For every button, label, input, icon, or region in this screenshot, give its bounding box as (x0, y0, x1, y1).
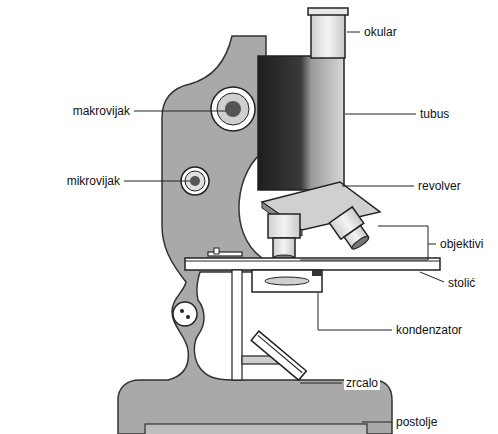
part-label: tubus (418, 107, 451, 121)
mirror (251, 331, 306, 380)
part-label: kondenzator (394, 323, 464, 337)
coarse-knob (211, 87, 255, 131)
stage-clip-post (214, 248, 219, 254)
condenser-lens (265, 277, 309, 285)
stage-knob-dot (180, 309, 184, 313)
part-label: postolje (394, 415, 439, 429)
part-label: okular (362, 25, 399, 39)
arm-and-base (118, 36, 392, 434)
coarse-knob-inner (217, 93, 249, 125)
part-label: mikrovijak (65, 174, 122, 188)
base-plate (145, 424, 367, 434)
stage-support (232, 270, 242, 380)
stage-knob-dot (186, 315, 190, 319)
leader-lines (124, 32, 444, 422)
part-label: revolver (416, 179, 463, 193)
condenser-clip (312, 270, 322, 276)
part-label: stolić (446, 276, 477, 290)
eyepiece-rim (308, 8, 348, 15)
part-label: zrcalo (344, 376, 380, 390)
part-label: makrovijak (71, 104, 132, 118)
tube (258, 56, 344, 190)
objective-angled (329, 207, 373, 253)
coarse-knob-center (225, 101, 241, 117)
condenser (252, 270, 322, 292)
fine-knob-center (190, 176, 200, 186)
part-label: objektivi (438, 237, 485, 251)
stage-clip (208, 252, 242, 256)
stage-edge (185, 261, 440, 262)
eyepiece (311, 12, 345, 58)
stage-knob (173, 302, 197, 326)
objective (268, 214, 300, 238)
